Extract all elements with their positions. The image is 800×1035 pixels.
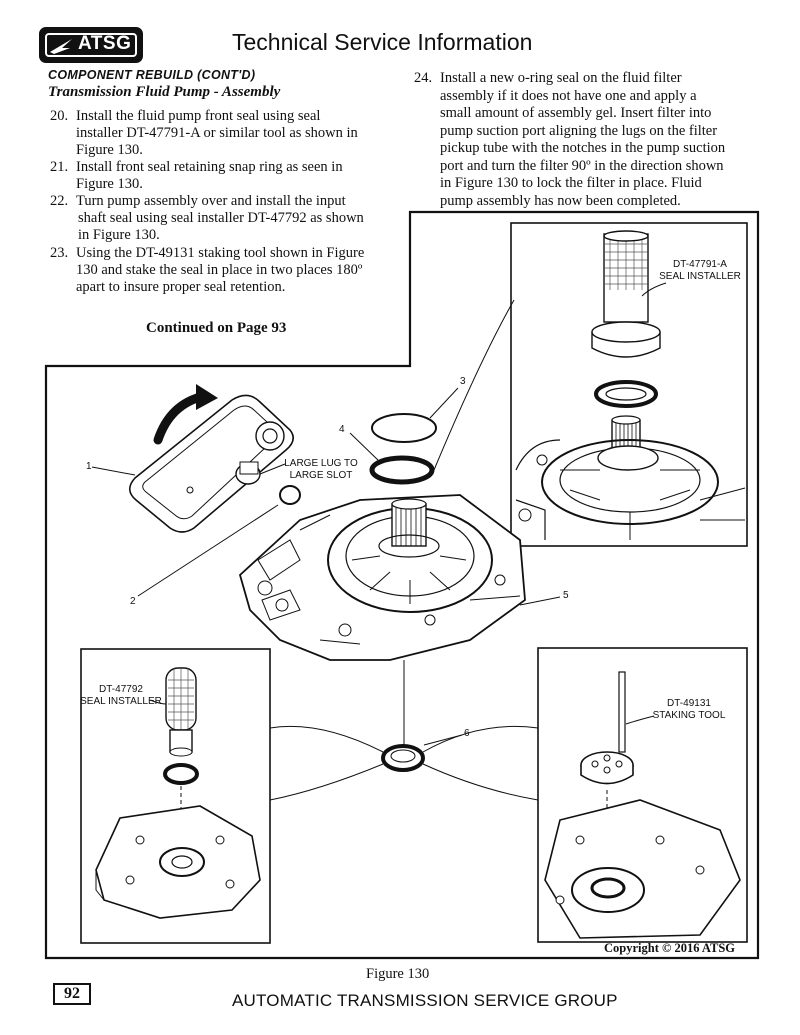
tool-name: DT-47791-A [673,259,727,270]
fluid-pump-body [238,494,526,661]
step-text: installer DT-47791-A or similar tool as … [76,125,358,141]
step-text: 130 and stake the seal in place in two p… [76,262,363,278]
callout-2: 2 [130,596,136,607]
fluid-filter [128,394,294,533]
lug-note: LARGE LUG TO LARGE SLOT [276,458,366,482]
step-text: port and turn the filter 90º in the dire… [440,157,724,174]
tool-name: DT-47792 [99,684,143,695]
callout-5: 5 [563,590,569,601]
section-heading: COMPONENT REBUILD (CONT'D) [48,68,256,82]
figure-frame [44,210,760,960]
step-text: Using the DT-49131 staking tool shown in… [76,245,365,261]
step-number: 21. [50,159,69,175]
seal-installer-a-drawing [515,230,746,540]
step-text: pickup tube with the notches in the pump… [440,140,726,156]
input-shaft-seal [381,744,425,772]
page-number: 92 [53,983,91,1005]
callout-3: 3 [460,376,466,387]
logo-text: ATSG [78,33,132,54]
tool-name: DT-49131 [667,698,711,709]
step-number: 23. [50,245,69,261]
step-22: 22. Turn pump assembly over and install … [50,193,390,245]
footer-company: AUTOMATIC TRANSMISSION SERVICE GROUP [232,991,618,1010]
tool-description: STAKING TOOL [652,710,726,721]
tool-label-dt-49131: DT-49131 STAKING TOOL [644,698,734,722]
step-24: 24. Install a new o-ring seal on the flu… [414,70,764,210]
atsg-logo: ATSG [39,27,143,63]
step-text: in Figure 130. [78,227,160,243]
copyright-notice: Copyright © 2016 ATSG [604,941,735,955]
tool-label-dt-47791-a: DT-47791-A SEAL INSTALLER [650,259,750,283]
tool-description: SEAL INSTALLER [659,271,741,282]
page-title: Technical Service Information [232,29,533,55]
seal-installer-b-drawing [95,667,261,919]
callout-6: 6 [464,728,470,739]
step-text: small amount of assembly gel. Insert fil… [440,105,712,121]
step-text: shaft seal using seal installer DT-47792… [78,210,364,226]
step-text: Install the fluid pump front seal using … [76,108,321,124]
o-ring [279,485,301,505]
step-text: assembly if it does not have one and app… [440,87,697,104]
lug-note-line: LARGE LUG TO [284,458,358,469]
step-20: 20. Install the fluid pump front seal us… [50,108,390,160]
step-text: pump assembly has now been completed. [440,192,681,209]
continued-note: Continued on Page 93 [146,320,287,336]
front-seal [369,455,435,485]
step-23: 23. Using the DT-49131 staking tool show… [50,245,390,297]
tool-description: SEAL INSTALLER [80,696,162,707]
callout-4: 4 [339,424,345,435]
step-text: Install front seal retaining snap ring a… [76,159,343,175]
lug-note-line: LARGE SLOT [289,470,353,481]
step-text: Turn pump assembly over and install the … [76,193,346,209]
step-text: Figure 130. [76,142,143,158]
step-text: in Figure 130 to lock the filter in plac… [440,175,702,191]
snap-ring [371,413,437,443]
step-text: apart to insure proper seal retention. [76,279,286,295]
tool-label-dt-47792: DT-47792 SEAL INSTALLER [78,684,164,708]
step-number: 24. [414,70,433,86]
logo-mark-icon [50,39,72,54]
step-number: 20. [50,108,69,124]
step-text: pump suction port aligning the lugs on t… [440,122,718,139]
step-text: Install a new o-ring seal on the fluid f… [440,70,682,86]
callout-1: 1 [86,461,92,472]
staking-tool-drawing [544,671,741,939]
step-text: Figure 130. [76,176,143,192]
figure-caption: Figure 130 [366,966,430,982]
step-number: 22. [50,193,69,209]
step-21: 21. Install front seal retaining snap ri… [50,159,390,195]
sub-heading: Transmission Fluid Pump - Assembly [48,84,281,100]
